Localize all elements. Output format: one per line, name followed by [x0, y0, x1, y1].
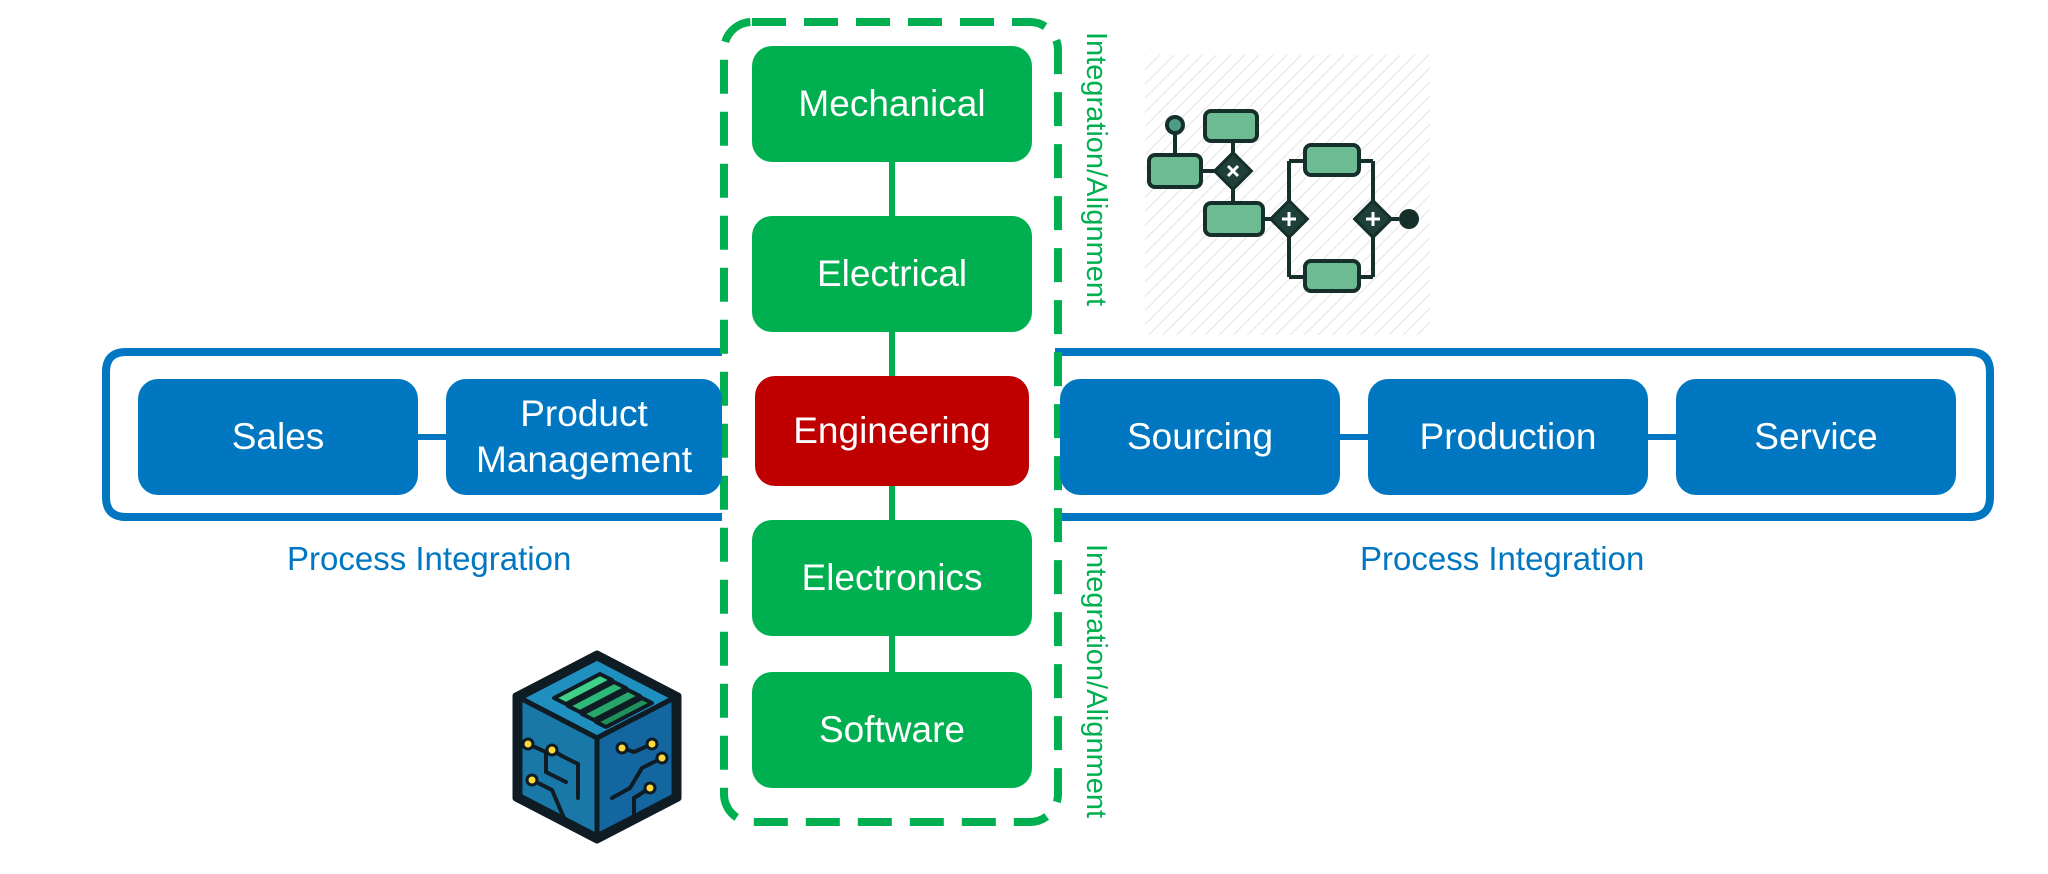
box-electrical: Electrical: [752, 216, 1032, 332]
box-product-management-label: Product Management: [476, 393, 692, 480]
box-mechanical: Mechanical: [752, 46, 1032, 162]
box-sourcing: Sourcing: [1060, 379, 1340, 495]
box-product-management: Product Management: [446, 379, 722, 495]
box-mechanical-label: Mechanical: [798, 83, 986, 124]
process-integration-label-right: Process Integration: [1360, 540, 1645, 577]
box-service-label: Service: [1754, 416, 1878, 457]
circuit-cube-icon: [512, 650, 682, 844]
box-engineering: Engineering: [755, 376, 1029, 486]
box-software-label: Software: [818, 709, 965, 750]
box-production-label: Production: [1419, 416, 1597, 457]
box-electronics: Electronics: [752, 520, 1032, 636]
integration-alignment-label-bottom: Integration/Alignment: [1080, 544, 1112, 819]
box-sales: Sales: [138, 379, 418, 495]
process-integration-label-left: Process Integration: [287, 540, 572, 577]
box-service: Service: [1676, 379, 1956, 495]
box-production: Production: [1368, 379, 1648, 495]
engineering-dashed-frame: [720, 18, 1062, 826]
box-engineering-label: Engineering: [793, 410, 991, 451]
process-frame-right: [1055, 348, 1994, 521]
box-electronics-label: Electronics: [801, 557, 983, 598]
bpmn-workflow-icon: [1145, 55, 1430, 335]
box-electrical-label: Electrical: [816, 253, 968, 294]
integration-alignment-label-top: Integration/Alignment: [1080, 32, 1112, 307]
box-software: Software: [752, 672, 1032, 788]
box-sales-label: Sales: [231, 416, 325, 457]
box-sourcing-label: Sourcing: [1126, 416, 1274, 457]
process-frame-left: [102, 348, 722, 521]
